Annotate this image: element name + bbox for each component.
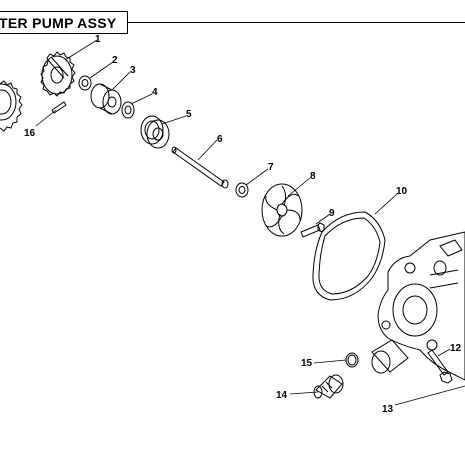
part-5-mechanical-seal: [140, 115, 170, 149]
part-14-hose-fitting: [313, 374, 344, 399]
part-1-gear: [40, 51, 76, 97]
pump-cover-housing: [377, 231, 465, 381]
callout-labels: 1 2 3 4 5 6 7 8 9 10 12 13 14 15 16: [24, 34, 462, 415]
part-10-gasket: [312, 211, 386, 301]
callout-5: 5: [186, 109, 192, 120]
callout-6: 6: [217, 134, 223, 145]
part-7-washer: [235, 182, 249, 198]
part-12-bolt: [427, 349, 453, 384]
callout-9: 9: [329, 208, 335, 219]
part-2-washer: [78, 75, 92, 91]
callout-4: 4: [152, 87, 158, 98]
outlet-pipe: [371, 339, 409, 374]
callout-10: 10: [396, 186, 408, 197]
part-4-seal-ring: [121, 101, 135, 119]
diagram-title: TER PUMP ASSY: [0, 15, 117, 31]
part-6-pump-shaft: [171, 146, 229, 189]
callout-3: 3: [130, 65, 136, 76]
part-3-bearing: [90, 83, 122, 115]
callout-12: 12: [450, 343, 462, 354]
header-rule: [128, 22, 465, 23]
callout-16: 16: [24, 128, 36, 139]
callout-8: 8: [310, 171, 316, 182]
callout-2: 2: [112, 55, 118, 66]
callout-7: 7: [268, 162, 274, 173]
callout-15: 15: [301, 358, 313, 369]
callout-14: 14: [276, 390, 288, 401]
title-box: TER PUMP ASSY: [0, 11, 128, 34]
part-15-o-ring: [345, 352, 359, 368]
callout-1: 1: [95, 34, 101, 45]
part-8-impeller: [261, 183, 303, 237]
partial-gear-left: [0, 80, 23, 132]
callout-13: 13: [382, 404, 394, 415]
leader-lines: [35, 39, 465, 406]
